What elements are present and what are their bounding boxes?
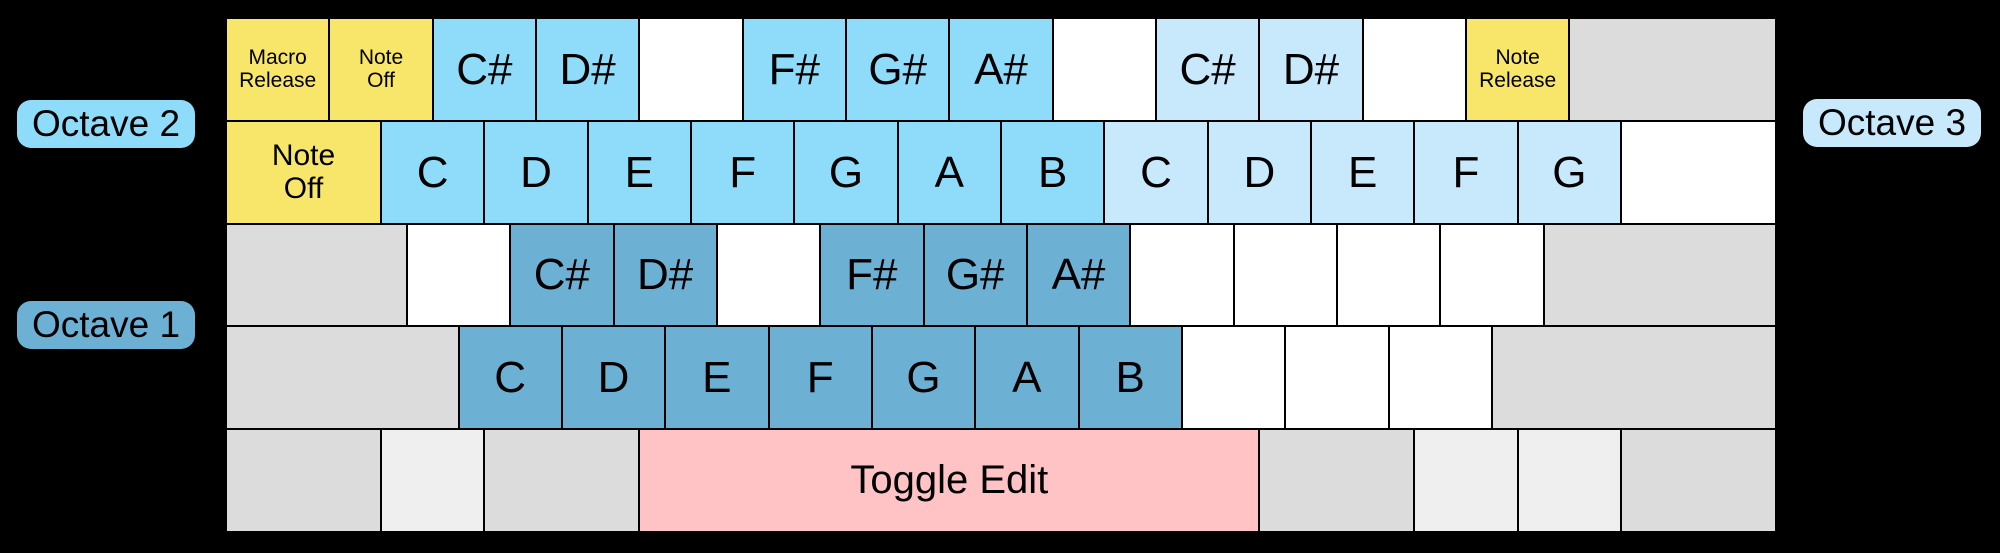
- key-note-d-sharp-oct1: D#: [614, 224, 716, 326]
- key-note-d-oct2: D: [485, 121, 587, 223]
- key-unmapped: [1286, 327, 1388, 429]
- key-unmapped: [1234, 224, 1336, 326]
- key-note-off: Note Off: [330, 19, 432, 120]
- key-modifier: [1260, 430, 1414, 531]
- key-note-d-sharp-oct3: D#: [1260, 19, 1362, 120]
- key-note-g-sharp-oct2: G#: [847, 19, 949, 120]
- key-note-f-oct2: F: [692, 121, 794, 223]
- key-note-f-sharp-oct2: F#: [743, 19, 845, 120]
- key-toggle-edit: Toggle Edit: [640, 430, 1259, 531]
- key-unmapped: [1441, 224, 1543, 326]
- key-note-d-oct1: D: [562, 327, 665, 429]
- key-unmapped-wide: [1570, 19, 1775, 120]
- key-unmapped: [1622, 121, 1775, 223]
- key-note-b-oct2: B: [1002, 121, 1104, 223]
- key-note-off-wide: Note Off: [227, 121, 380, 223]
- key-modifier: [485, 430, 639, 531]
- key-unmapped-wide: [1544, 224, 1775, 326]
- octave-2-label: Octave 2: [17, 100, 196, 148]
- octave-3-label: Octave 3: [1803, 99, 1982, 147]
- key-note-e-oct2: E: [588, 121, 690, 223]
- key-note-d-sharp-oct2: D#: [537, 19, 639, 120]
- key-unmapped: [1363, 19, 1465, 120]
- key-unmapped: [1053, 19, 1155, 120]
- key-note-release: Note Release: [1467, 19, 1569, 120]
- key-modifier: [1415, 430, 1517, 531]
- key-note-g-oct2: G: [795, 121, 897, 223]
- key-unmapped-wide: [1492, 327, 1775, 429]
- key-unmapped-wide: [227, 327, 458, 429]
- key-unmapped-wide: [227, 224, 406, 326]
- key-note-c-sharp-oct1: C#: [511, 224, 613, 326]
- key-modifier: [1622, 430, 1775, 531]
- key-note-g-oct3: G: [1518, 121, 1620, 223]
- key-modifier: [1518, 430, 1620, 531]
- key-note-a-sharp-oct1: A#: [1027, 224, 1130, 326]
- octave-1-label: Octave 1: [17, 301, 196, 349]
- key-note-c-sharp-oct2: C#: [433, 19, 535, 120]
- key-unmapped: [1131, 224, 1233, 326]
- key-note-a-oct1: A: [976, 327, 1078, 429]
- key-unmapped: [717, 224, 820, 326]
- key-unmapped: [1337, 224, 1440, 326]
- key-note-a-oct2: A: [898, 121, 1000, 223]
- key-note-c-oct2: C: [382, 121, 484, 223]
- key-note-f-sharp-oct1: F#: [821, 224, 923, 326]
- key-note-d-oct3: D: [1208, 121, 1310, 223]
- key-unmapped: [1389, 327, 1491, 429]
- key-unmapped: [640, 19, 742, 120]
- key-note-f-oct3: F: [1415, 121, 1517, 223]
- key-modifier: [382, 430, 484, 531]
- key-note-b-oct1: B: [1079, 327, 1181, 429]
- key-note-c-oct3: C: [1105, 121, 1207, 223]
- key-note-c-sharp-oct3: C#: [1157, 19, 1259, 120]
- key-unmapped: [1182, 327, 1285, 429]
- key-note-e-oct3: E: [1312, 121, 1414, 223]
- key-macro-release: Macro Release: [227, 19, 329, 120]
- key-note-e-oct1: E: [666, 327, 768, 429]
- key-note-a-sharp-oct2: A#: [950, 19, 1052, 120]
- key-note-f-oct1: F: [769, 327, 871, 429]
- key-note-g-oct1: G: [872, 327, 975, 429]
- key-note-c-oct1: C: [459, 327, 561, 429]
- key-unmapped: [407, 224, 510, 326]
- key-note-g-sharp-oct1: G#: [924, 224, 1026, 326]
- key-modifier: [227, 430, 380, 531]
